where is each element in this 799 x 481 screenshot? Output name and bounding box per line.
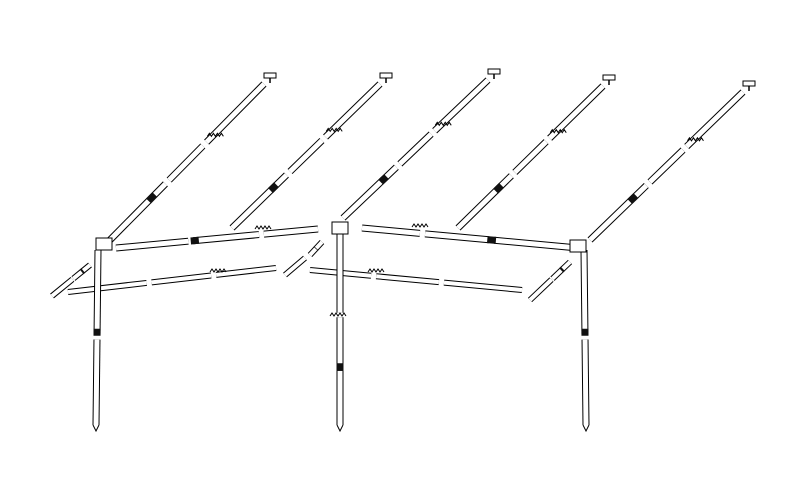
lower-ridge-pole-left-segment-body (67, 280, 147, 294)
lower-ridge-pole-right-segment-body (375, 274, 440, 285)
lower-ridge-pole-right-segment (443, 279, 523, 293)
end-cap (263, 72, 277, 79)
upper-ridge-pole-right-segment-body (361, 225, 421, 236)
clamp-band (493, 182, 504, 194)
upper-ridge-pole-left-segment (192, 231, 260, 245)
roof-pole-2-segment-body (288, 138, 324, 174)
upper-ridge-pole-left-segment-body (115, 238, 189, 251)
foot-spike (336, 424, 344, 433)
lower-ridge-pole-right-segment (375, 273, 440, 286)
roof-pole-5-segment-body (588, 183, 649, 242)
upper-ridge-pole-left-segment-body (192, 232, 260, 244)
clamp-band (79, 268, 86, 275)
roof-pole-4-segment-body (547, 84, 605, 141)
roof-pole-3-segment-body (432, 78, 490, 133)
pole-group (50, 77, 746, 426)
spring-clip-icon (549, 128, 567, 134)
clamp-band (146, 192, 158, 204)
upper-ridge-pole-right-segment (424, 230, 490, 244)
lower-ridge-pole-left-segment-body (151, 273, 212, 285)
spring-clip-icon (206, 132, 224, 138)
roof-pole-5-segment-body (684, 90, 745, 149)
roof-pole-1-segment-body (106, 182, 168, 244)
right-leg-pole-segment-body (581, 249, 588, 336)
left-leg-pole-segment (93, 249, 102, 336)
right-leg-pole-segment-body (582, 339, 589, 426)
upper-ridge-pole-left-segment-body (263, 226, 319, 237)
upper-ridge-pole-right-segment (361, 224, 421, 237)
foot-spike (92, 424, 100, 433)
spring-clip-icon (325, 127, 343, 133)
brace-piece-segment (50, 276, 75, 299)
brace-piece-segment-body (283, 256, 307, 277)
end-cap (602, 74, 616, 81)
fittings-group (79, 68, 756, 433)
clamp-band (268, 182, 279, 194)
clamp-band (378, 174, 389, 185)
end-cap (487, 68, 501, 75)
roof-pole-1-segment (105, 181, 168, 245)
left-leg-pole-segment-body (94, 249, 101, 336)
roof-pole-3-segment-body (341, 165, 399, 220)
clamp-band (559, 266, 565, 273)
upper-ridge-pole-right-segment-body (493, 237, 579, 251)
roof-pole-2-segment (323, 81, 383, 140)
right-leg-pole-segment (580, 249, 589, 336)
upper-ridge-pole-left-segment (263, 225, 319, 238)
roof-pole-4-segment (547, 83, 606, 141)
spring-clip-icon (209, 268, 227, 273)
lower-ridge-pole-left-segment (151, 272, 212, 286)
lower-ridge-pole-left-segment-body (215, 266, 277, 277)
spring-clip-icon (329, 312, 347, 317)
spring-clip-icon (411, 223, 429, 228)
roof-pole-2-segment (229, 172, 289, 231)
roof-pole-5-segment (647, 147, 686, 185)
lower-ridge-pole-right-segment-body (443, 280, 523, 292)
roof-pole-3-segment (397, 131, 434, 167)
spring-clip-icon (434, 121, 452, 127)
joint-connector (331, 221, 349, 235)
roof-pole-1-segment (166, 143, 206, 183)
end-cap (742, 80, 756, 87)
upper-ridge-pole-right-segment (493, 236, 579, 252)
left-leg-pole-segment-body (93, 339, 100, 426)
spring-clip-icon (367, 268, 385, 273)
upper-ridge-pole-left-segment (115, 237, 189, 252)
brace-piece-segment-body (528, 278, 553, 302)
clamp-band (190, 236, 200, 245)
left-leg-pole-segment (92, 339, 101, 426)
roof-pole-3-segment (432, 77, 491, 134)
upper-ridge-pole-right-segment-body (424, 231, 490, 243)
roof-pole-4-segment-body (513, 139, 548, 175)
lower-ridge-pole-left-segment (67, 279, 147, 295)
roof-pole-2-segment-body (323, 82, 382, 139)
roof-pole-1-segment (204, 81, 267, 145)
roof-pole-3-segment (340, 164, 399, 221)
roof-pole-5-segment (587, 183, 649, 243)
roof-pole-5-segment (684, 89, 746, 149)
brace-piece-segment (283, 255, 307, 278)
roof-pole-1-segment-body (204, 82, 266, 144)
clamp-band (627, 193, 639, 205)
joint-connector (569, 239, 587, 253)
foot-spike (582, 424, 590, 433)
spring-clip-icon (687, 136, 704, 142)
end-cap (379, 72, 393, 79)
brace-piece-segment-body (50, 277, 74, 298)
roof-pole-4-segment (455, 173, 514, 231)
roof-pole-3-segment-body (398, 132, 433, 166)
roof-pole-2-segment (287, 137, 325, 175)
roof-pole-1-segment-body (167, 144, 205, 182)
roof-pole-4-segment-body (456, 173, 514, 230)
right-leg-pole-segment (581, 339, 590, 426)
roof-pole-4-segment (512, 139, 549, 175)
lower-ridge-pole-left-segment (215, 265, 277, 278)
brace-piece-segment (527, 277, 554, 303)
joint-connector (95, 237, 113, 251)
spring-clip-icon (254, 225, 272, 230)
clamp-band (486, 236, 497, 244)
roof-pole-5-segment-body (648, 148, 685, 184)
roof-pole-2-segment-body (230, 173, 289, 230)
